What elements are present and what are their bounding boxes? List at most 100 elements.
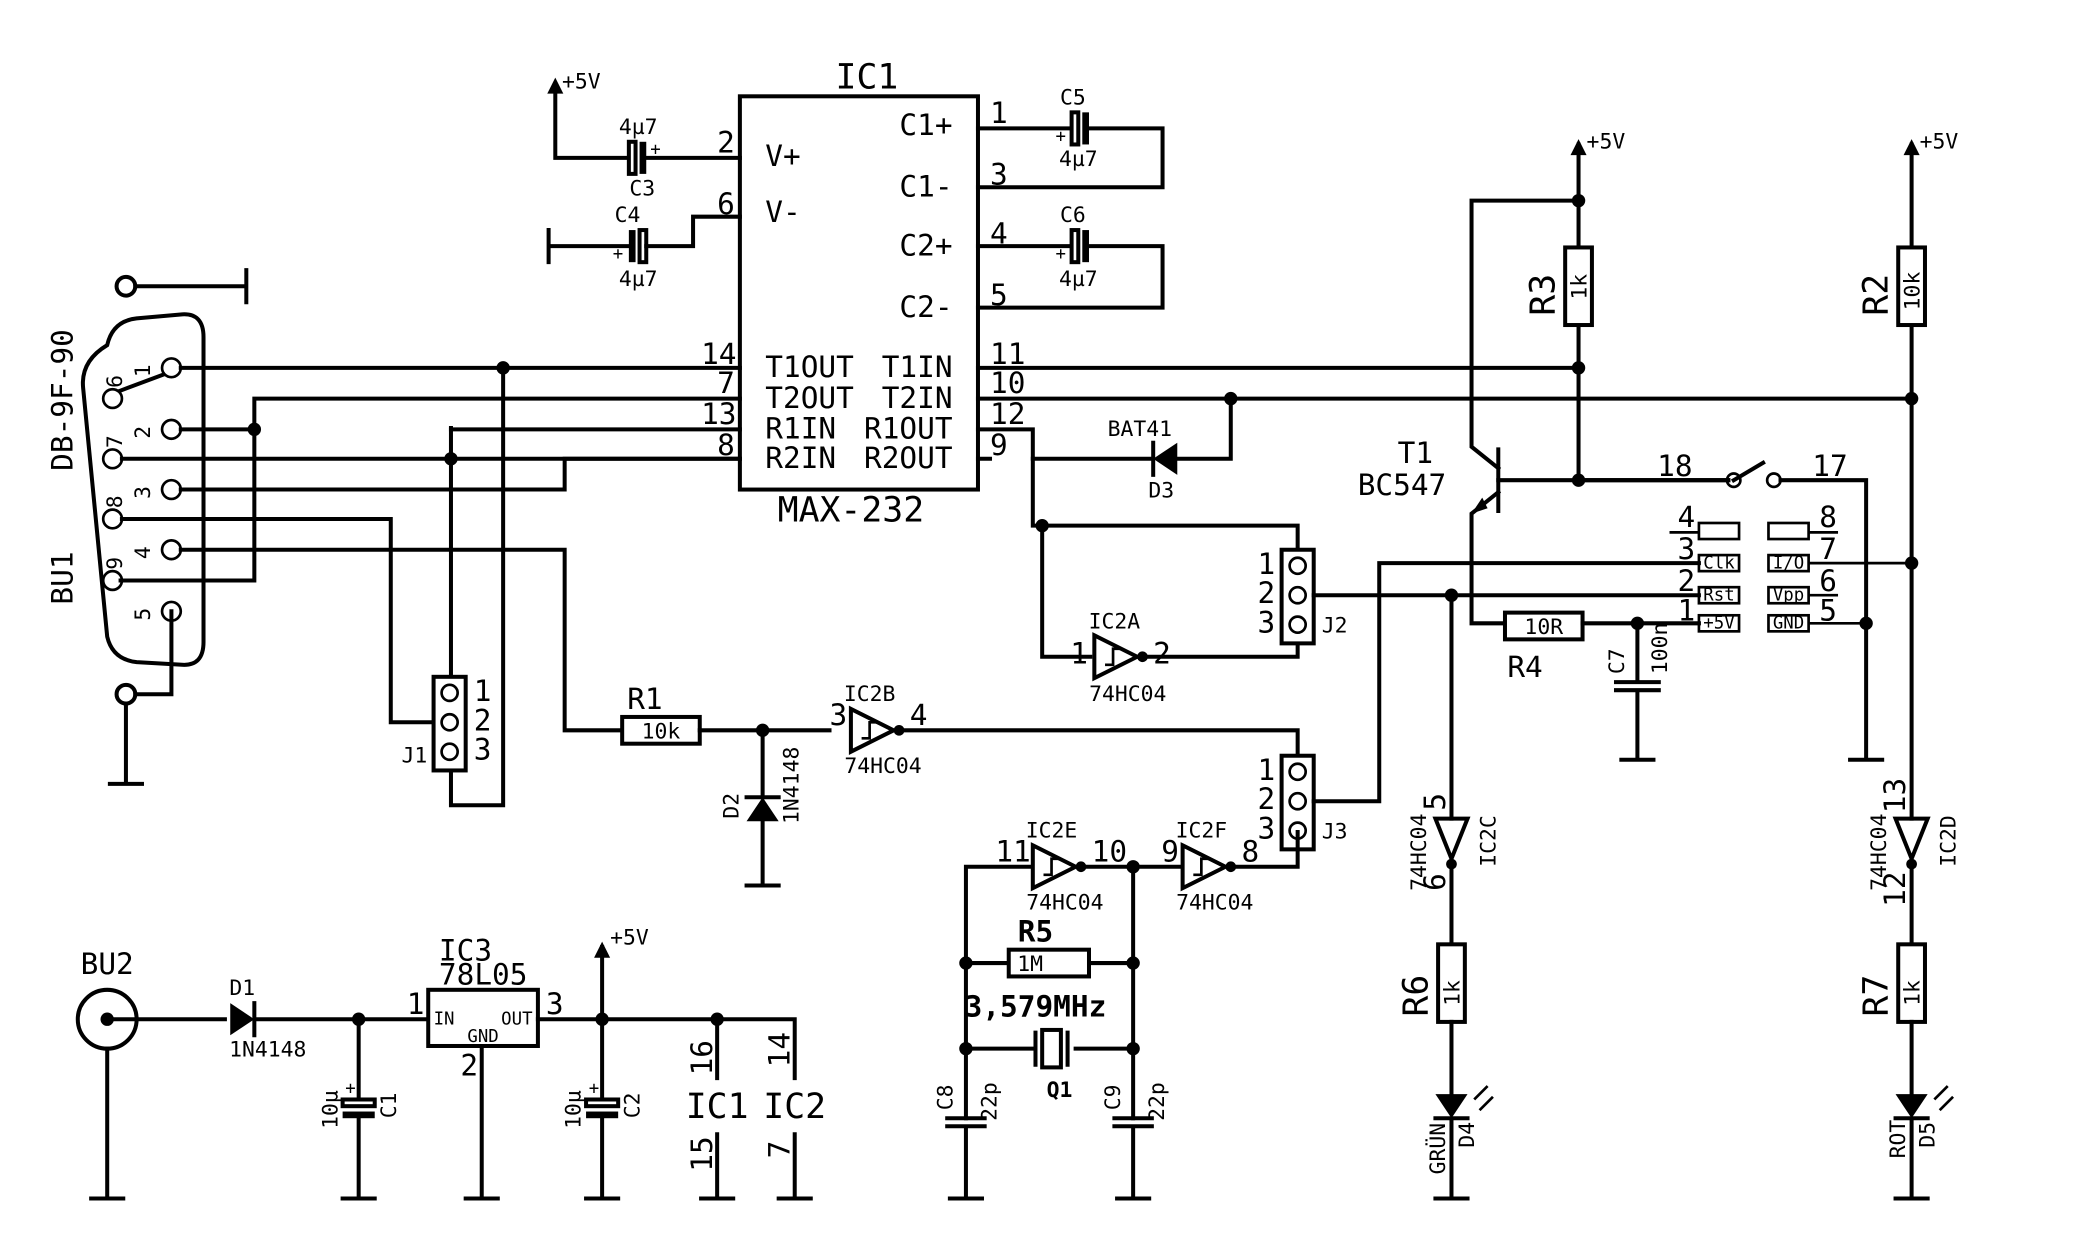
cap-value: 4µ7 (619, 267, 658, 292)
ic1-pin-number: 12 (990, 397, 1025, 431)
ic1-ref: IC1 (836, 57, 899, 97)
gate-ref: IC2F (1176, 818, 1228, 843)
j1-jumper[interactable]: 1 2 3 J1 (401, 674, 492, 773)
led-color: GRÜN (1425, 1123, 1451, 1175)
db9-pin-number: 9 (103, 557, 128, 570)
smartcard-contacts: 4 3 2 1 Clk Rst +5V I/O Vpp GND 8 7 6 5 (1669, 500, 1919, 634)
ic1-pin-name: R2OUT (864, 441, 953, 475)
d5-led: ROT D5 (1886, 1085, 1955, 1201)
serial-wiring (117, 361, 742, 808)
svg-text:+: + (1056, 127, 1066, 147)
ic3-regulator: IN OUT GND IC3 78L05 1 3 2 (407, 933, 797, 1201)
ic1-pin-name: C2- (899, 290, 952, 324)
card-pin-number: 1 (1678, 594, 1696, 628)
regulator-pin: 3 (546, 987, 564, 1021)
ic1-pin-name: R1IN (765, 412, 836, 446)
supply-label: +5V (562, 69, 601, 94)
ic1-pin-number: 1 (990, 96, 1008, 130)
gate-pin: 6 (1418, 873, 1452, 891)
resistor-ref: R2 (1857, 274, 1897, 316)
gate-pin: 5 (1418, 793, 1452, 811)
cap-ref: C2 (621, 1092, 646, 1118)
power-ic-ref: IC1 (686, 1087, 749, 1127)
card-switch[interactable]: 18 17 (1576, 449, 1885, 762)
card-pin-number: 5 (1819, 594, 1837, 628)
cap-ref: C6 (1060, 203, 1086, 228)
cap-ref: C3 (629, 176, 655, 201)
led-color: ROT (1886, 1120, 1911, 1159)
gate-part: 74HC04 (1867, 814, 1892, 891)
gate-ref: IC2E (1026, 818, 1078, 843)
gate-pin: 9 (1161, 834, 1179, 868)
ic1-pin-name: T1OUT (765, 350, 854, 384)
jumper-pin-number: 2 (1258, 576, 1276, 610)
gate-pin: 4 (910, 698, 928, 732)
cap-ref: C8 (934, 1084, 959, 1110)
ic1-pin-name: R1OUT (864, 412, 953, 446)
diode-ref: D1 (229, 976, 255, 1001)
jack-ref: BU2 (81, 947, 134, 981)
diode-part: BAT41 (1108, 417, 1172, 442)
resistor-value: 1k (1441, 980, 1466, 1006)
diode-part: 1N4148 (229, 1038, 306, 1063)
switch-pin: 18 (1657, 449, 1692, 483)
jumper-pin-number: 3 (474, 733, 492, 767)
svg-text:+: + (650, 140, 660, 160)
diode-ref: D3 (1148, 479, 1174, 504)
regulator-pin-label: GND (467, 1027, 498, 1047)
card-contact-label: GND (1773, 614, 1804, 634)
ic2d-inverter: 13 12 74HC04 IC2D (1867, 778, 1962, 947)
card-contact-label: +5V (1703, 614, 1734, 634)
regulator-ref: IC3 (439, 933, 492, 967)
ic1-pin-number: 6 (717, 187, 735, 221)
diode-ref: D2 (720, 793, 745, 819)
resistor-value: 1k (1901, 980, 1926, 1006)
card-pin-number: 8 (1819, 500, 1837, 534)
resistor-ref: R6 (1396, 975, 1436, 1017)
r3-resistor: +5V 1k R3 (1523, 129, 1625, 487)
jumper-pin-number: 1 (1258, 547, 1276, 581)
card-pin-number: 6 (1819, 564, 1837, 598)
c6-capacitor: + C6 4µ7 (975, 203, 1165, 310)
db9-pin-number: 8 (103, 495, 128, 508)
c4-capacitor: + C4 4µ7 (546, 203, 742, 292)
supply-label: +5V (1920, 129, 1959, 154)
card-contact-label: I/O (1773, 553, 1804, 573)
regulator-pin-label: IN (434, 1010, 455, 1030)
svg-text:+: + (1056, 244, 1066, 264)
card-pin-number: 2 (1678, 564, 1696, 598)
gate-part: 74HC04 (1407, 814, 1432, 891)
ic2b-inverter: IC2B 74HC04 3 4 (830, 682, 1300, 779)
ic1-pin-name: T2OUT (765, 381, 854, 415)
ic2e-inverter: IC2E 74HC04 11 10 (963, 818, 1182, 960)
db9-pin-number: 7 (103, 435, 128, 448)
power-pin: 14 (762, 1032, 796, 1067)
jumper-pin-number: 3 (1258, 606, 1276, 640)
ic1-pin-name: T2IN (882, 381, 953, 415)
r2-resistor: +5V 10k R2 (1857, 129, 1959, 821)
ic1-pin-number: 2 (717, 125, 735, 159)
jumper-pin-number: 1 (1258, 753, 1276, 787)
power-pin: 15 (685, 1136, 719, 1171)
r4-resistor: 10R R4 (1502, 610, 1701, 684)
ic2c-inverter: 5 6 74HC04 IC2C (1407, 793, 1502, 947)
gate-part: 74HC04 (1089, 682, 1166, 707)
bu2-jack: BU2 (75, 947, 227, 1201)
gate-pin: 8 (1241, 834, 1259, 868)
c9-capacitor: C9 22p (1101, 1082, 1170, 1201)
db9-pin (101, 508, 124, 530)
gate-ref: IC2D (1937, 815, 1962, 867)
crystal-freq: 3,579MHz (965, 990, 1107, 1024)
r1-resistor: 10k R1 (620, 682, 832, 746)
ic1-pin-number: 10 (990, 366, 1025, 400)
d4-led: GRÜN D4 (1425, 1085, 1494, 1201)
ic1-pin-number: 9 (990, 428, 1008, 462)
transistor-ref: T1 (1398, 436, 1433, 470)
jumper-pin-number: 1 (474, 674, 492, 708)
resistor-value: 10k (1901, 272, 1926, 311)
ic2a-input-wire (1040, 523, 1093, 659)
regulator-pin: 2 (460, 1048, 478, 1082)
r7-resistor: 1k R7 (1857, 942, 1927, 1097)
j2-jumper[interactable]: 1 2 3 J2 (1258, 547, 1348, 646)
